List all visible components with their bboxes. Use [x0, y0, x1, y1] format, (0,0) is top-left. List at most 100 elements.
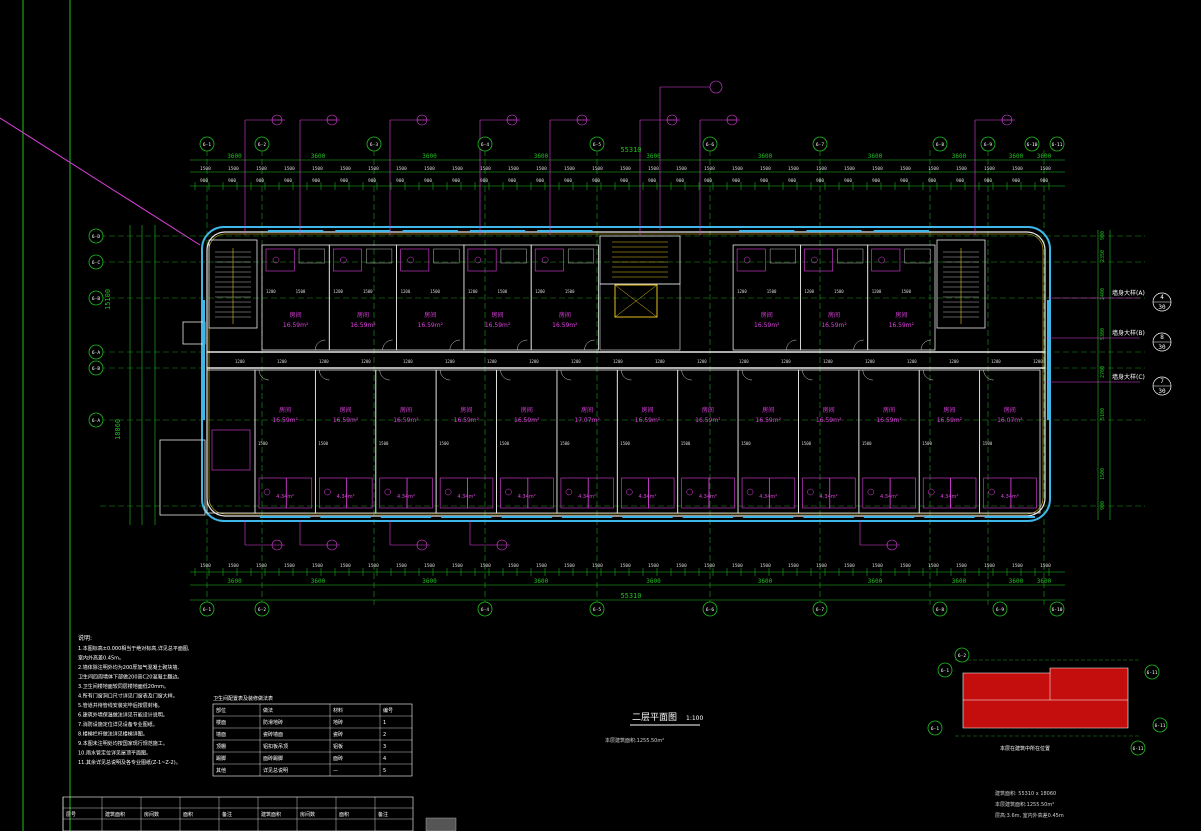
- room-label-top: 房间: [357, 311, 369, 319]
- door-swing: [983, 369, 994, 381]
- axis-label: 6-11: [1133, 746, 1144, 752]
- callout-bubble: [886, 539, 898, 551]
- room-dim: 1500: [620, 441, 630, 446]
- table-cell: —: [333, 768, 338, 774]
- room-area-bottom: 16.59m²: [816, 417, 842, 424]
- room-area-bottom: 16.59m²: [514, 417, 540, 424]
- door-swing: [862, 369, 873, 381]
- area-note: 本层建筑面积:1255.50m²: [605, 737, 664, 744]
- room-label-bottom: 房间: [460, 406, 472, 414]
- dim-fine-bottom: 1500: [480, 563, 491, 569]
- table-cell: 面砖踢脚: [263, 755, 283, 762]
- elevator-cross: [614, 284, 658, 318]
- dim-fine-top: 900: [1040, 178, 1048, 184]
- dim-fine-bottom: 1500: [704, 563, 715, 569]
- axis-bubble: [589, 136, 605, 152]
- toilet-fixture: [988, 488, 995, 496]
- toilet-fixture: [878, 256, 885, 264]
- dim-fine-top: 1500: [984, 166, 995, 172]
- dim-fine-top: 1500: [648, 166, 659, 172]
- dim-fine-bottom: 1500: [900, 563, 911, 569]
- toilet-fixture: [686, 488, 693, 496]
- room-area-bottom: 17.07m²: [574, 417, 600, 424]
- dim-span-bottom: 3600: [534, 578, 549, 585]
- toilet-fixture: [626, 488, 633, 496]
- dim-fine-top: 900: [480, 178, 488, 184]
- wardrobe: [769, 248, 796, 264]
- axis-bubble: [812, 136, 828, 152]
- room-dim: 1500: [922, 441, 932, 446]
- dim-fine-top: 900: [704, 178, 712, 184]
- axis-label: 6-1: [203, 607, 211, 613]
- dim-fine-top: 900: [984, 178, 992, 184]
- dim-span-top: 3600: [646, 153, 661, 160]
- corridor-dim: 1200: [571, 359, 581, 364]
- corridor-dim: 1200: [529, 359, 539, 364]
- dim-fine-top: 1500: [1040, 166, 1051, 172]
- toilet-fixture: [407, 256, 414, 264]
- axis-label: 6-5: [593, 142, 601, 148]
- table-cell: 地砖: [333, 719, 343, 726]
- shower-bottom: [889, 477, 916, 509]
- table-title: 卫生间配置表及装修做法表: [213, 695, 273, 702]
- shower-bottom: [346, 477, 373, 509]
- wc-area: 4.34m²: [759, 494, 777, 500]
- dim-fine-bottom: 1500: [984, 563, 995, 569]
- dim-fine-bottom: 1500: [368, 563, 379, 569]
- dim-fine-bottom: 1500: [396, 563, 407, 569]
- axis-label: 6-11: [1147, 670, 1158, 676]
- axis-bubble: [932, 601, 948, 617]
- note-line: 11.其余详见总说明及各专业图纸(Z-1~Z-2)。: [78, 759, 181, 766]
- table-cell: 防滑地砖: [263, 719, 283, 726]
- door-swing: [449, 339, 460, 351]
- door-swing: [319, 369, 330, 381]
- dim-fine-top: 900: [284, 178, 292, 184]
- door-swing: [315, 339, 326, 351]
- room-area-bottom: 16.59m²: [272, 417, 298, 424]
- room-dim: 1200: [401, 289, 411, 294]
- table-cell: 墙面: [216, 731, 226, 738]
- table-cell: 1: [383, 720, 386, 726]
- dim-fine-bottom: 1500: [200, 563, 211, 569]
- shower-bottom: [406, 477, 433, 509]
- dim-fine-top: 1500: [228, 166, 239, 172]
- axis-label: 6-5: [593, 607, 601, 613]
- axis-bubble: [88, 344, 104, 360]
- keymap-building: [962, 667, 1129, 729]
- axis-label: 6-7: [816, 607, 824, 613]
- wc-area: 4.34m²: [880, 494, 898, 500]
- room-label-top: 房间: [424, 311, 436, 319]
- axis-bubble: [254, 136, 270, 152]
- outer-wall: [201, 226, 1051, 522]
- dim-span-top: 3600: [1009, 153, 1024, 160]
- key-map: 本层在建筑中所在位置 建筑面积: 55310 x 18060 本层建筑面积:12…: [927, 647, 1168, 819]
- dim-right: 1500: [1100, 468, 1106, 480]
- dim-fine-top: 1500: [312, 166, 323, 172]
- dim-fine-bottom: 1500: [452, 563, 463, 569]
- room-top: [530, 244, 599, 351]
- toilet-fixture: [384, 488, 392, 496]
- axis-label: 6-A: [92, 418, 100, 424]
- keymap-note-3: 层高:3.6m, 室内外高差0.45m: [995, 812, 1064, 819]
- dim-fine-top: 1500: [564, 166, 575, 172]
- bathroom-top: [736, 248, 766, 272]
- keymap-caption: 本层在建筑中所在位置: [1000, 745, 1050, 752]
- axis-label: 6-6: [706, 142, 714, 148]
- area-table-header: 备注: [378, 811, 388, 818]
- dim-span-bottom: 3600: [1009, 578, 1024, 585]
- axis-label: 6-8: [936, 607, 944, 613]
- dim-fine-top: 1500: [732, 166, 743, 172]
- room-label-bottom: 房间: [702, 406, 714, 414]
- door-swing: [741, 369, 753, 381]
- toilet-fixture: [746, 488, 754, 496]
- dim-fine-top: 900: [228, 178, 236, 184]
- callout-bubble: [416, 539, 428, 551]
- room-area-top: 16.59m²: [418, 322, 444, 329]
- table-cell: 瓷砖墙面: [263, 731, 283, 738]
- note-line: 4.所有门窗洞口尺寸详见门窗表及门窗大样。: [78, 693, 178, 700]
- wc-area: 4.34m²: [638, 494, 656, 500]
- dim-fine-bottom: 1500: [508, 563, 519, 569]
- wc-area: 4.34m²: [820, 494, 838, 500]
- axis-label: 6-10: [1027, 142, 1038, 148]
- dim-right: 5100: [1100, 408, 1106, 420]
